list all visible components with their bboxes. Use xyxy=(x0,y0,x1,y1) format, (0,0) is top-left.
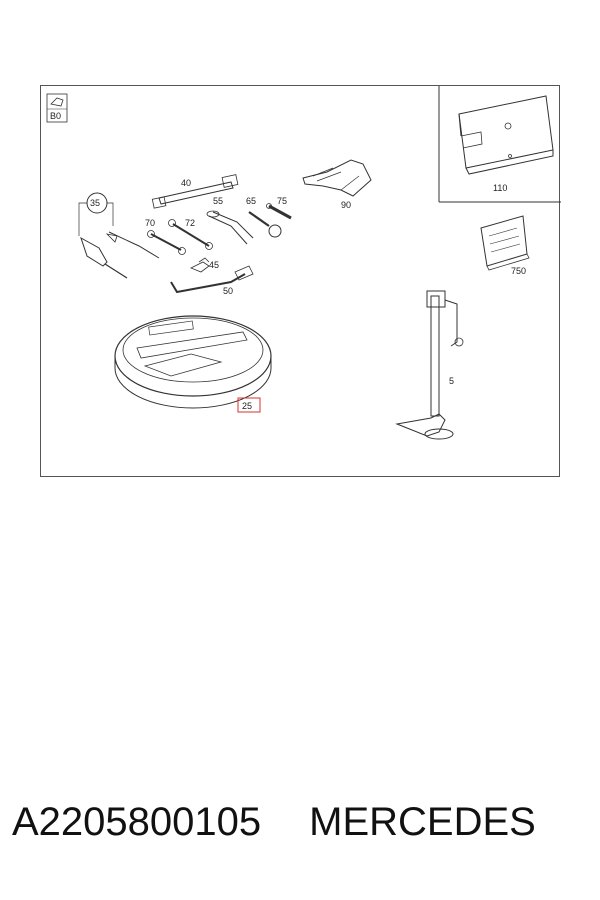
part-750-box: 750 xyxy=(480,215,530,276)
label-750: 750 xyxy=(511,266,526,276)
part-70-wrench: 70 xyxy=(145,218,186,255)
label-72: 72 xyxy=(185,218,195,228)
part-65-bolt: 65 xyxy=(246,196,282,238)
label-75: 75 xyxy=(277,196,287,206)
part-75-plug: 75 xyxy=(266,196,292,220)
part-90-glove: 90 xyxy=(302,159,372,210)
part-45-clips: 45 xyxy=(190,257,219,273)
part-35-screwdrivers: 35 xyxy=(78,192,160,279)
part-number: A2205800105 xyxy=(12,800,262,844)
part-50-lug-wrench: 50 xyxy=(170,265,254,296)
label-65: 65 xyxy=(246,196,256,206)
label-45: 45 xyxy=(209,260,219,270)
caption: A2205800105 MERCEDES xyxy=(12,800,592,860)
part-55-pliers: 55 xyxy=(206,196,254,245)
label-40: 40 xyxy=(181,178,191,188)
part-25-tool-tray: 25 xyxy=(114,315,272,413)
label-25: 25 xyxy=(242,401,252,411)
part-40-bar: 40 xyxy=(151,174,239,209)
section-icon: B0 xyxy=(46,93,68,123)
parts-diagram: B0 110 750 35 xyxy=(46,86,561,440)
brand-name: MERCEDES xyxy=(309,800,536,844)
part-5-jack: 5 xyxy=(395,290,464,440)
label-90: 90 xyxy=(341,200,351,210)
label-50: 50 xyxy=(223,286,233,296)
label-55: 55 xyxy=(213,196,223,206)
part-72-wrench: 72 xyxy=(168,218,213,250)
highlight-box-25 xyxy=(237,397,261,413)
diagram-frame: B0 110 750 35 xyxy=(40,85,561,477)
label-110: 110 xyxy=(493,183,507,193)
inset-box-110: 110 xyxy=(438,86,561,203)
label-35: 35 xyxy=(90,198,100,208)
label-5: 5 xyxy=(449,376,454,386)
section-code: B0 xyxy=(50,111,61,121)
label-70: 70 xyxy=(145,218,155,228)
